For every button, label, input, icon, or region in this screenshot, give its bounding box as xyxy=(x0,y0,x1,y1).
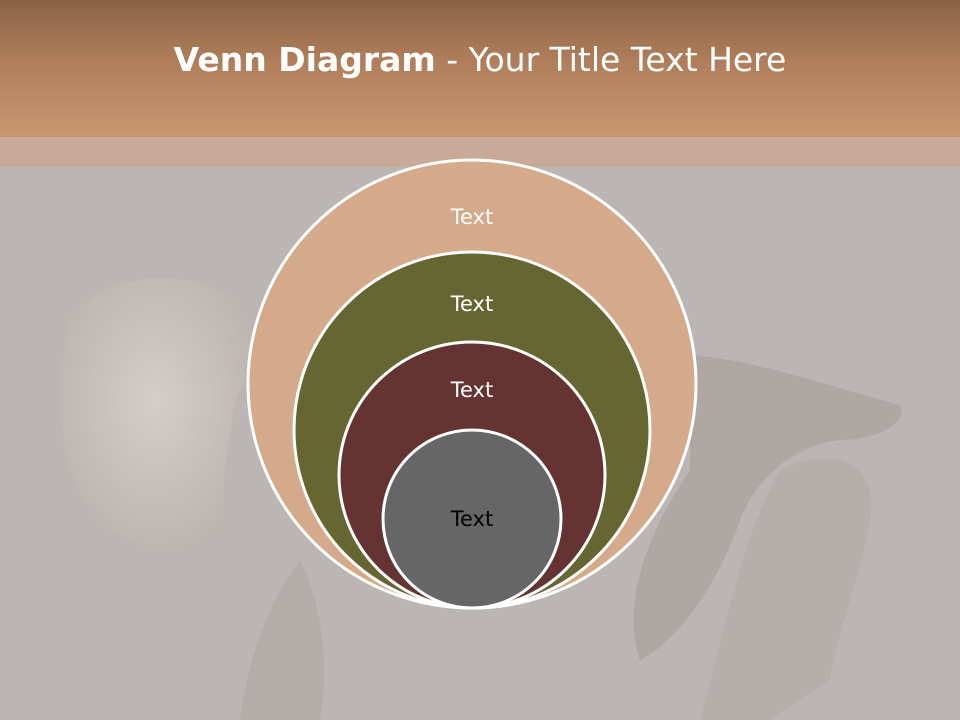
arm-shape xyxy=(633,355,902,660)
leg-shape xyxy=(700,458,872,720)
hair-shape xyxy=(60,278,251,550)
torso-shape xyxy=(240,560,324,720)
venn-label-third: Text xyxy=(450,378,493,402)
slide-title-rest: - Your Title Text Here xyxy=(435,40,787,79)
slide-title: Venn Diagram - Your Title Text Here xyxy=(0,40,960,79)
venn-label-outer: Text xyxy=(450,205,493,229)
venn-label-inner: Text xyxy=(450,507,493,531)
venn-circle-inner xyxy=(381,428,563,610)
title-bar xyxy=(0,0,960,137)
venn-label-second: Text xyxy=(450,292,493,316)
slide-title-bold: Venn Diagram xyxy=(173,40,436,79)
